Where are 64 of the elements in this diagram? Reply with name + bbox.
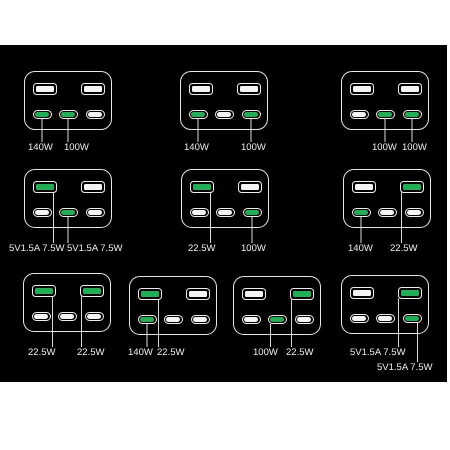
charger-outline: [341, 275, 429, 334]
usb-c-port-icon: [58, 110, 78, 119]
leader-line: [417, 322, 418, 362]
leader-line: [52, 296, 53, 348]
power-label: 140W: [28, 142, 53, 154]
usb-a-port-icon: [138, 288, 162, 300]
power-label: 100W: [241, 142, 266, 154]
usb-c-port-icon: [268, 315, 286, 324]
usb-c-port-icon: [32, 110, 52, 119]
leader-line: [146, 324, 148, 348]
usb-a-port-icon: [290, 288, 314, 300]
leader-line: [401, 192, 402, 244]
usb-c-port-icon: [188, 110, 208, 119]
usb-a-port-icon: [400, 180, 424, 192]
charger-outline: [23, 273, 111, 332]
usb-c-port-icon: [352, 208, 370, 217]
leader-line: [158, 299, 159, 348]
power-label: 22.5W: [28, 347, 56, 359]
power-label: 100W: [64, 142, 89, 154]
power-label: 140W: [128, 347, 153, 359]
power-label: 140W: [184, 142, 209, 154]
usb-c-port-icon: [58, 208, 78, 217]
power-label: 22.5W: [77, 347, 104, 359]
charger-outline: [233, 276, 321, 335]
charger-outline: [181, 169, 269, 228]
usb-c-port-icon: [402, 110, 422, 119]
leader-line: [81, 296, 82, 348]
leader-line: [250, 118, 252, 142]
usb-c-port-icon: [402, 314, 422, 323]
power-label: 22.5W: [390, 243, 418, 255]
power-label: 100W: [253, 347, 278, 359]
leader-line: [291, 299, 292, 348]
power-label: 100W: [372, 142, 397, 154]
usb-c-port-icon: [242, 208, 262, 217]
leader-line: [398, 298, 399, 348]
power-label: 5V1.5A 7.5W: [9, 243, 64, 255]
power-label: 5V1.5A 7.5W: [350, 347, 406, 359]
charger-outline: [180, 71, 268, 130]
charger-outline: [343, 169, 431, 228]
power-label: 22.5W: [286, 347, 314, 359]
power-label: 140W: [348, 243, 373, 255]
power-label: 100W: [402, 142, 427, 154]
usb-a-port-icon: [190, 180, 214, 192]
power-label: 100W: [241, 243, 266, 255]
usb-c-port-icon: [242, 110, 260, 119]
charger-outline: [24, 169, 112, 228]
usb-a-port-icon: [398, 286, 422, 298]
power-label: 22.5W: [157, 347, 184, 359]
power-label: 22.5W: [188, 243, 216, 255]
leader-line: [270, 324, 271, 348]
usb-c-port-icon: [138, 315, 156, 324]
charger-outline: [24, 71, 112, 130]
usb-c-port-icon: [376, 110, 394, 119]
leader-line: [53, 192, 54, 244]
charger-outline: [341, 71, 429, 130]
power-label: 5V1.5A 7.5W: [377, 362, 432, 374]
leader-line: [360, 216, 362, 244]
usb-a-port-icon: [32, 284, 56, 296]
usb-a-port-icon: [80, 284, 104, 296]
leader-line: [210, 192, 211, 244]
power-label: 5V1.5A 7.5W: [67, 243, 122, 255]
usb-a-port-icon: [32, 180, 56, 192]
leader-line: [384, 118, 386, 142]
charger-outline: [129, 276, 217, 335]
